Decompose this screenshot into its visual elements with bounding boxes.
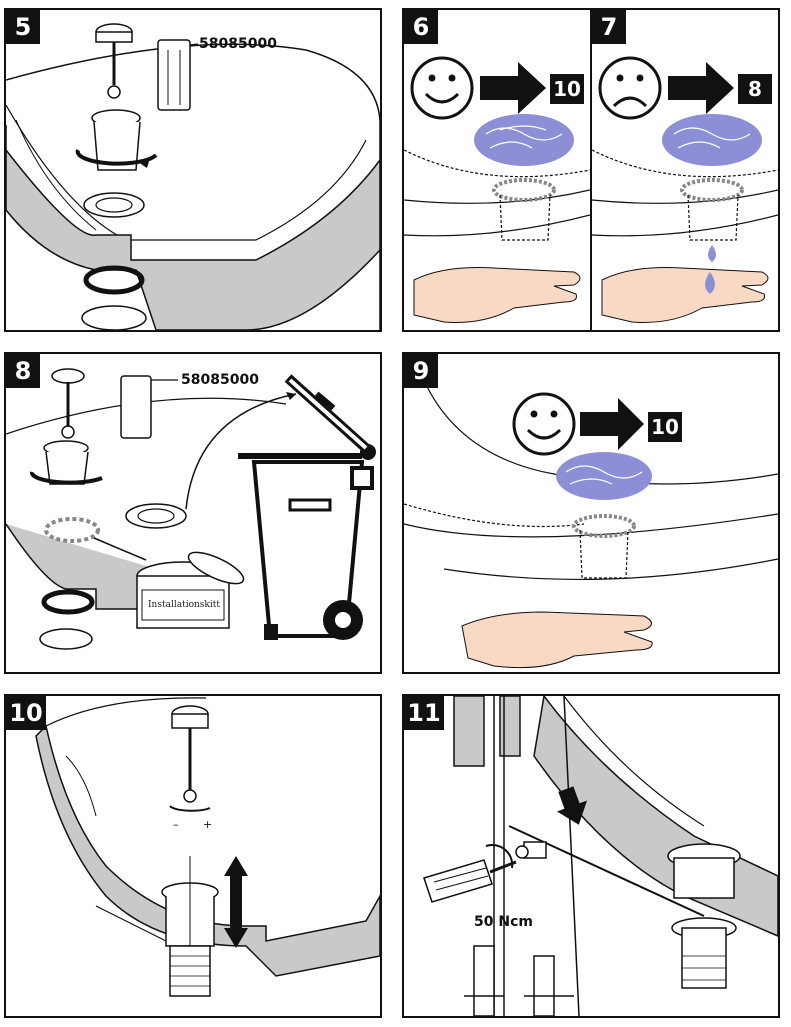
rating-badge: 10 [648,412,682,442]
drain-test-illustration [404,56,590,323]
drain-assembly-illustration [6,23,380,330]
step-number: 7 [592,10,626,44]
panel-step-10: 10 – + [4,694,382,1018]
smiley-icon [410,56,474,120]
step-number: 10 [6,696,46,730]
arrow-right-icon [480,62,546,114]
panel-step-11: 11 50 Ncm [402,694,780,1018]
drop-icon [708,245,716,262]
panel-step-6: 6 10 [402,8,592,332]
panel-step-9: 9 10 [402,352,780,674]
screwdriver-icon [423,844,517,903]
hand-icon [461,611,653,669]
step-number: 8 [6,354,40,388]
trash-bin-icon [238,374,376,640]
panel-step-5: 5 58085000 [4,8,382,332]
frown-icon [598,56,662,120]
hand-icon [413,267,581,323]
drain-test-ok-illustration [404,354,778,669]
arrow-right-icon [580,398,644,450]
step-number: 5 [6,10,40,44]
part-number-label: 58085000 [199,36,277,52]
drain-adjust-illustration [35,697,380,997]
arrow-right-icon [668,62,734,114]
drain-replacement-illustration [6,368,376,650]
panel-step-8: 8 58085000 Installationskitt [4,352,382,674]
panel-step-7: 7 8 [590,8,780,332]
step-number: 9 [404,354,438,388]
putty-tin-label: Installationskitt [148,600,220,610]
rating-badge: 8 [738,74,772,104]
part-number-label: 58085000 [181,372,259,388]
step-number: 6 [404,10,438,44]
plus-sign: + [203,818,213,831]
rod-fixing-illustration [423,696,778,1016]
rating-badge: 10 [550,74,584,104]
torque-label: 50 Ncm [474,914,533,930]
minus-sign: – [173,818,179,831]
smiley-icon [512,392,576,456]
drain-leak-illustration [592,56,778,323]
step-number: 11 [404,696,444,730]
